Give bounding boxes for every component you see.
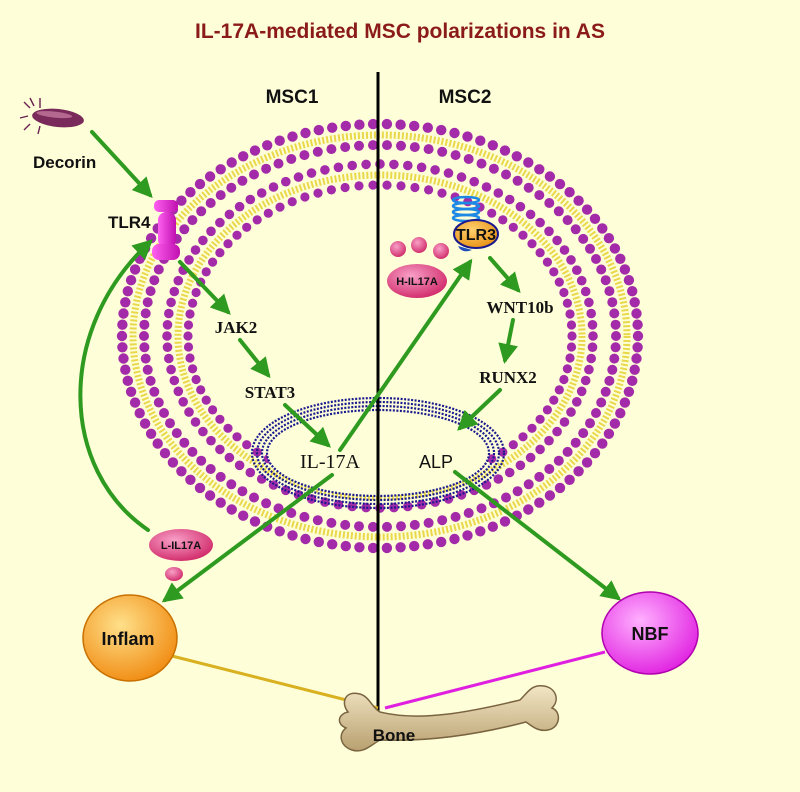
arrow-l-il17a-to-tlr4 — [78, 239, 153, 532]
inflam-label: Inflam — [101, 629, 154, 649]
tlr3-receptor-icon — [451, 195, 499, 252]
l-il17a-blob — [149, 529, 213, 581]
alp-label: ALP — [419, 452, 453, 472]
bone-icon — [338, 684, 560, 752]
arrow-wnt10b-to-runx2 — [498, 318, 518, 364]
tlr4-receptor-icon — [152, 200, 180, 260]
l-il17a-label: L-IL17A — [161, 540, 201, 552]
inflam-node — [82, 594, 178, 682]
runx2-label: RUNX2 — [479, 368, 537, 387]
wnt10b-label: WNT10b — [486, 298, 553, 317]
bone-label: Bone — [373, 726, 416, 745]
arrow-jak2-to-stat3 — [238, 338, 271, 379]
h-il17a-label: H-IL17A — [396, 276, 438, 288]
arrow-tlr4-to-jak2 — [178, 260, 231, 315]
arrow-stat3-to-il17a — [283, 403, 331, 448]
arrow-runx2-to-alp — [457, 388, 502, 431]
msc2-label: MSC2 — [439, 87, 492, 108]
nbf-label: NBF — [632, 624, 669, 644]
arrow-il17a-to-inflam — [161, 473, 334, 603]
nbf-node — [601, 591, 699, 675]
jak2-label: JAK2 — [215, 318, 258, 337]
stat3-label: STAT3 — [245, 383, 295, 402]
diagram-title: IL-17A-mediated MSC polarizations in AS — [195, 20, 605, 43]
arrow-decorin-to-tlr4 — [90, 130, 153, 198]
bacterium-icon — [19, 97, 84, 135]
connector-nbf-to-bone — [384, 650, 606, 710]
msc1-label: MSC1 — [266, 87, 319, 108]
connector-inflam-to-bone — [167, 653, 379, 710]
tlr4-label: TLR4 — [108, 213, 151, 232]
h-il17a-cluster — [387, 237, 449, 298]
tlr3-label: TLR3 — [456, 227, 496, 244]
arrow-tlr3-to-wnt10b — [488, 256, 521, 294]
il17a-label: IL-17A — [300, 451, 361, 473]
decorin-label: Decorin — [33, 153, 96, 172]
arrow-il17a-to-tlr3 — [338, 258, 473, 452]
arrow-alp-to-nbf — [453, 470, 622, 601]
